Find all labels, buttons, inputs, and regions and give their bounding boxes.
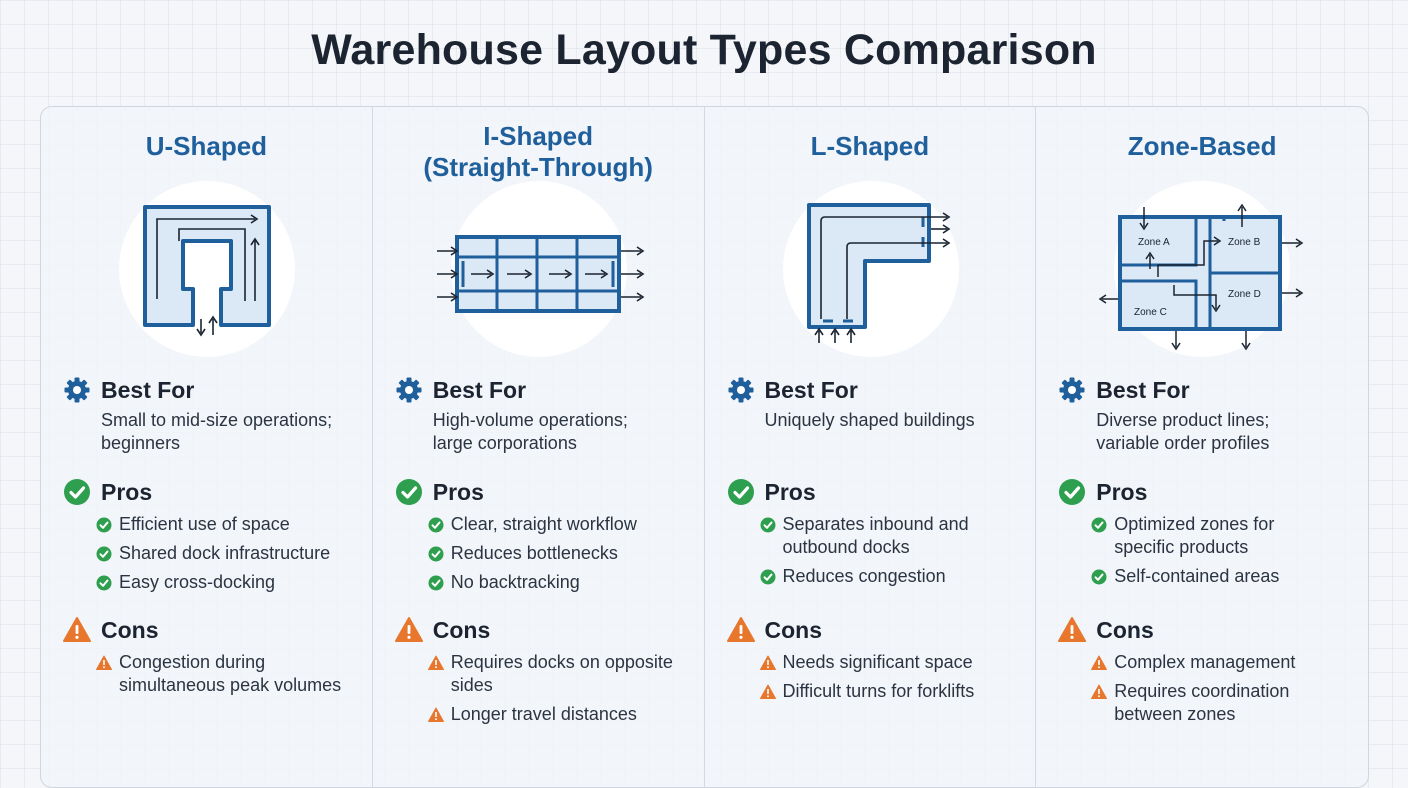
cons-heading: Cons bbox=[101, 616, 159, 643]
gear-icon bbox=[396, 377, 422, 403]
warning-triangle-icon bbox=[394, 617, 423, 642]
best-for-section: Best For Diverse product lines; variable… bbox=[1058, 375, 1358, 455]
gear-icon bbox=[64, 377, 90, 403]
pro-item: Self-contained areas bbox=[1091, 565, 1358, 588]
warning-bullet-icon bbox=[427, 655, 444, 670]
column-l-shaped: L-Shaped bbox=[705, 107, 1037, 787]
best-for-section: Best For Uniquely shaped buildings bbox=[727, 375, 1027, 432]
l-shaped-diagram-svg bbox=[806, 203, 950, 343]
check-bullet-icon bbox=[760, 569, 775, 585]
zone-a-label: Zone A bbox=[1138, 237, 1170, 248]
column-title: L-Shaped bbox=[810, 131, 930, 161]
warning-triangle-icon bbox=[726, 617, 755, 642]
check-bullet-icon bbox=[760, 517, 775, 533]
column-title: Zone-Based bbox=[1127, 131, 1277, 161]
gear-icon bbox=[728, 377, 753, 403]
best-for-text: High-volume operations; large corporatio… bbox=[432, 410, 628, 453]
check-bullet-icon bbox=[428, 517, 444, 533]
pro-item: Shared dock infrastructure bbox=[96, 542, 363, 565]
check-circle-icon bbox=[1059, 479, 1086, 505]
best-for-section: Best For High-volume operations; large c… bbox=[395, 375, 695, 455]
check-circle-icon bbox=[395, 479, 422, 505]
check-circle-icon bbox=[727, 479, 754, 505]
check-bullet-icon bbox=[1091, 569, 1107, 585]
comparison-panel: U-Shaped bbox=[40, 106, 1369, 788]
best-for-heading: Best For bbox=[432, 376, 527, 403]
best-for-text: Small to mid-size operations; beginners bbox=[101, 410, 333, 453]
check-bullet-icon bbox=[96, 517, 112, 533]
pros-heading: Pros bbox=[432, 478, 484, 505]
warning-triangle-icon bbox=[63, 617, 91, 642]
warning-bullet-icon bbox=[1091, 655, 1108, 670]
u-shaped-diagram-svg bbox=[143, 205, 271, 337]
warning-bullet-icon bbox=[96, 655, 112, 670]
pro-item: Reduces bottlenecks bbox=[428, 542, 695, 565]
pro-item: Reduces congestion bbox=[760, 565, 1027, 588]
zone-d-label: Zone D bbox=[1228, 289, 1261, 300]
warning-bullet-icon bbox=[759, 684, 776, 699]
con-item: Complex management bbox=[1091, 651, 1358, 674]
con-item: Needs significant space bbox=[759, 651, 1027, 674]
con-item: Difficult turns for forklifts bbox=[759, 680, 1027, 703]
pros-section: Pros Efficient use of space Shared dock … bbox=[63, 477, 363, 600]
l-shaped-layout-diagram bbox=[782, 181, 959, 357]
cons-heading: Cons bbox=[1096, 616, 1154, 643]
warning-bullet-icon bbox=[1091, 684, 1108, 699]
column-zone-based: Zone-Based bbox=[1036, 107, 1368, 787]
column-u-shaped: U-Shaped bbox=[41, 107, 373, 787]
zone-based-diagram-svg: Zone A Zone B Zone C Zone D bbox=[1098, 203, 1304, 351]
column-title: U-Shaped bbox=[145, 131, 268, 161]
cons-heading: Cons bbox=[432, 616, 491, 643]
zone-based-layout-diagram: Zone A Zone B Zone C Zone D bbox=[1098, 181, 1304, 357]
pro-item: Efficient use of space bbox=[96, 513, 363, 536]
check-circle-icon bbox=[64, 479, 90, 505]
check-bullet-icon bbox=[96, 575, 112, 591]
pros-heading: Pros bbox=[101, 478, 153, 505]
pros-heading: Pros bbox=[764, 478, 816, 505]
pro-item: Easy cross-docking bbox=[96, 571, 363, 594]
best-for-heading: Best For bbox=[1096, 376, 1190, 403]
warning-bullet-icon bbox=[427, 707, 444, 722]
column-title: I-Shaped (Straight-Through) bbox=[423, 121, 653, 182]
pro-item: Clear, straight workflow bbox=[428, 513, 695, 536]
page-title: Warehouse Layout Types Comparison bbox=[311, 26, 1097, 74]
zone-c-label: Zone C bbox=[1134, 307, 1167, 318]
pro-item: No backtracking bbox=[428, 571, 695, 594]
zone-b-label: Zone B bbox=[1228, 237, 1261, 248]
warning-bullet-icon bbox=[759, 655, 776, 670]
check-bullet-icon bbox=[96, 546, 112, 562]
i-shaped-layout-diagram bbox=[436, 181, 645, 357]
best-for-section: Best For Small to mid-size operations; b… bbox=[63, 375, 363, 455]
con-item: Longer travel distances bbox=[427, 703, 695, 726]
cons-section: Cons Complex management Requires coordin… bbox=[1058, 615, 1358, 732]
check-bullet-icon bbox=[1091, 517, 1107, 533]
gear-icon bbox=[1059, 377, 1085, 403]
pros-section: Pros Clear, straight workflow Reduces bo… bbox=[395, 477, 695, 600]
best-for-text: Uniquely shaped buildings bbox=[764, 410, 975, 430]
best-for-text: Diverse product lines; variable order pr… bbox=[1096, 410, 1270, 453]
best-for-heading: Best For bbox=[101, 376, 195, 403]
u-shaped-layout-diagram bbox=[119, 181, 295, 357]
warning-triangle-icon bbox=[1058, 617, 1087, 642]
cons-section: Cons Needs significant space Difficult t… bbox=[726, 615, 1027, 709]
cons-heading: Cons bbox=[764, 616, 823, 643]
check-bullet-icon bbox=[428, 546, 444, 562]
i-shaped-diagram-svg bbox=[436, 235, 645, 313]
best-for-heading: Best For bbox=[764, 376, 858, 403]
check-bullet-icon bbox=[428, 575, 444, 591]
pros-heading: Pros bbox=[1096, 478, 1148, 505]
column-i-shaped: I-Shaped (Straight-Through) bbox=[373, 107, 705, 787]
